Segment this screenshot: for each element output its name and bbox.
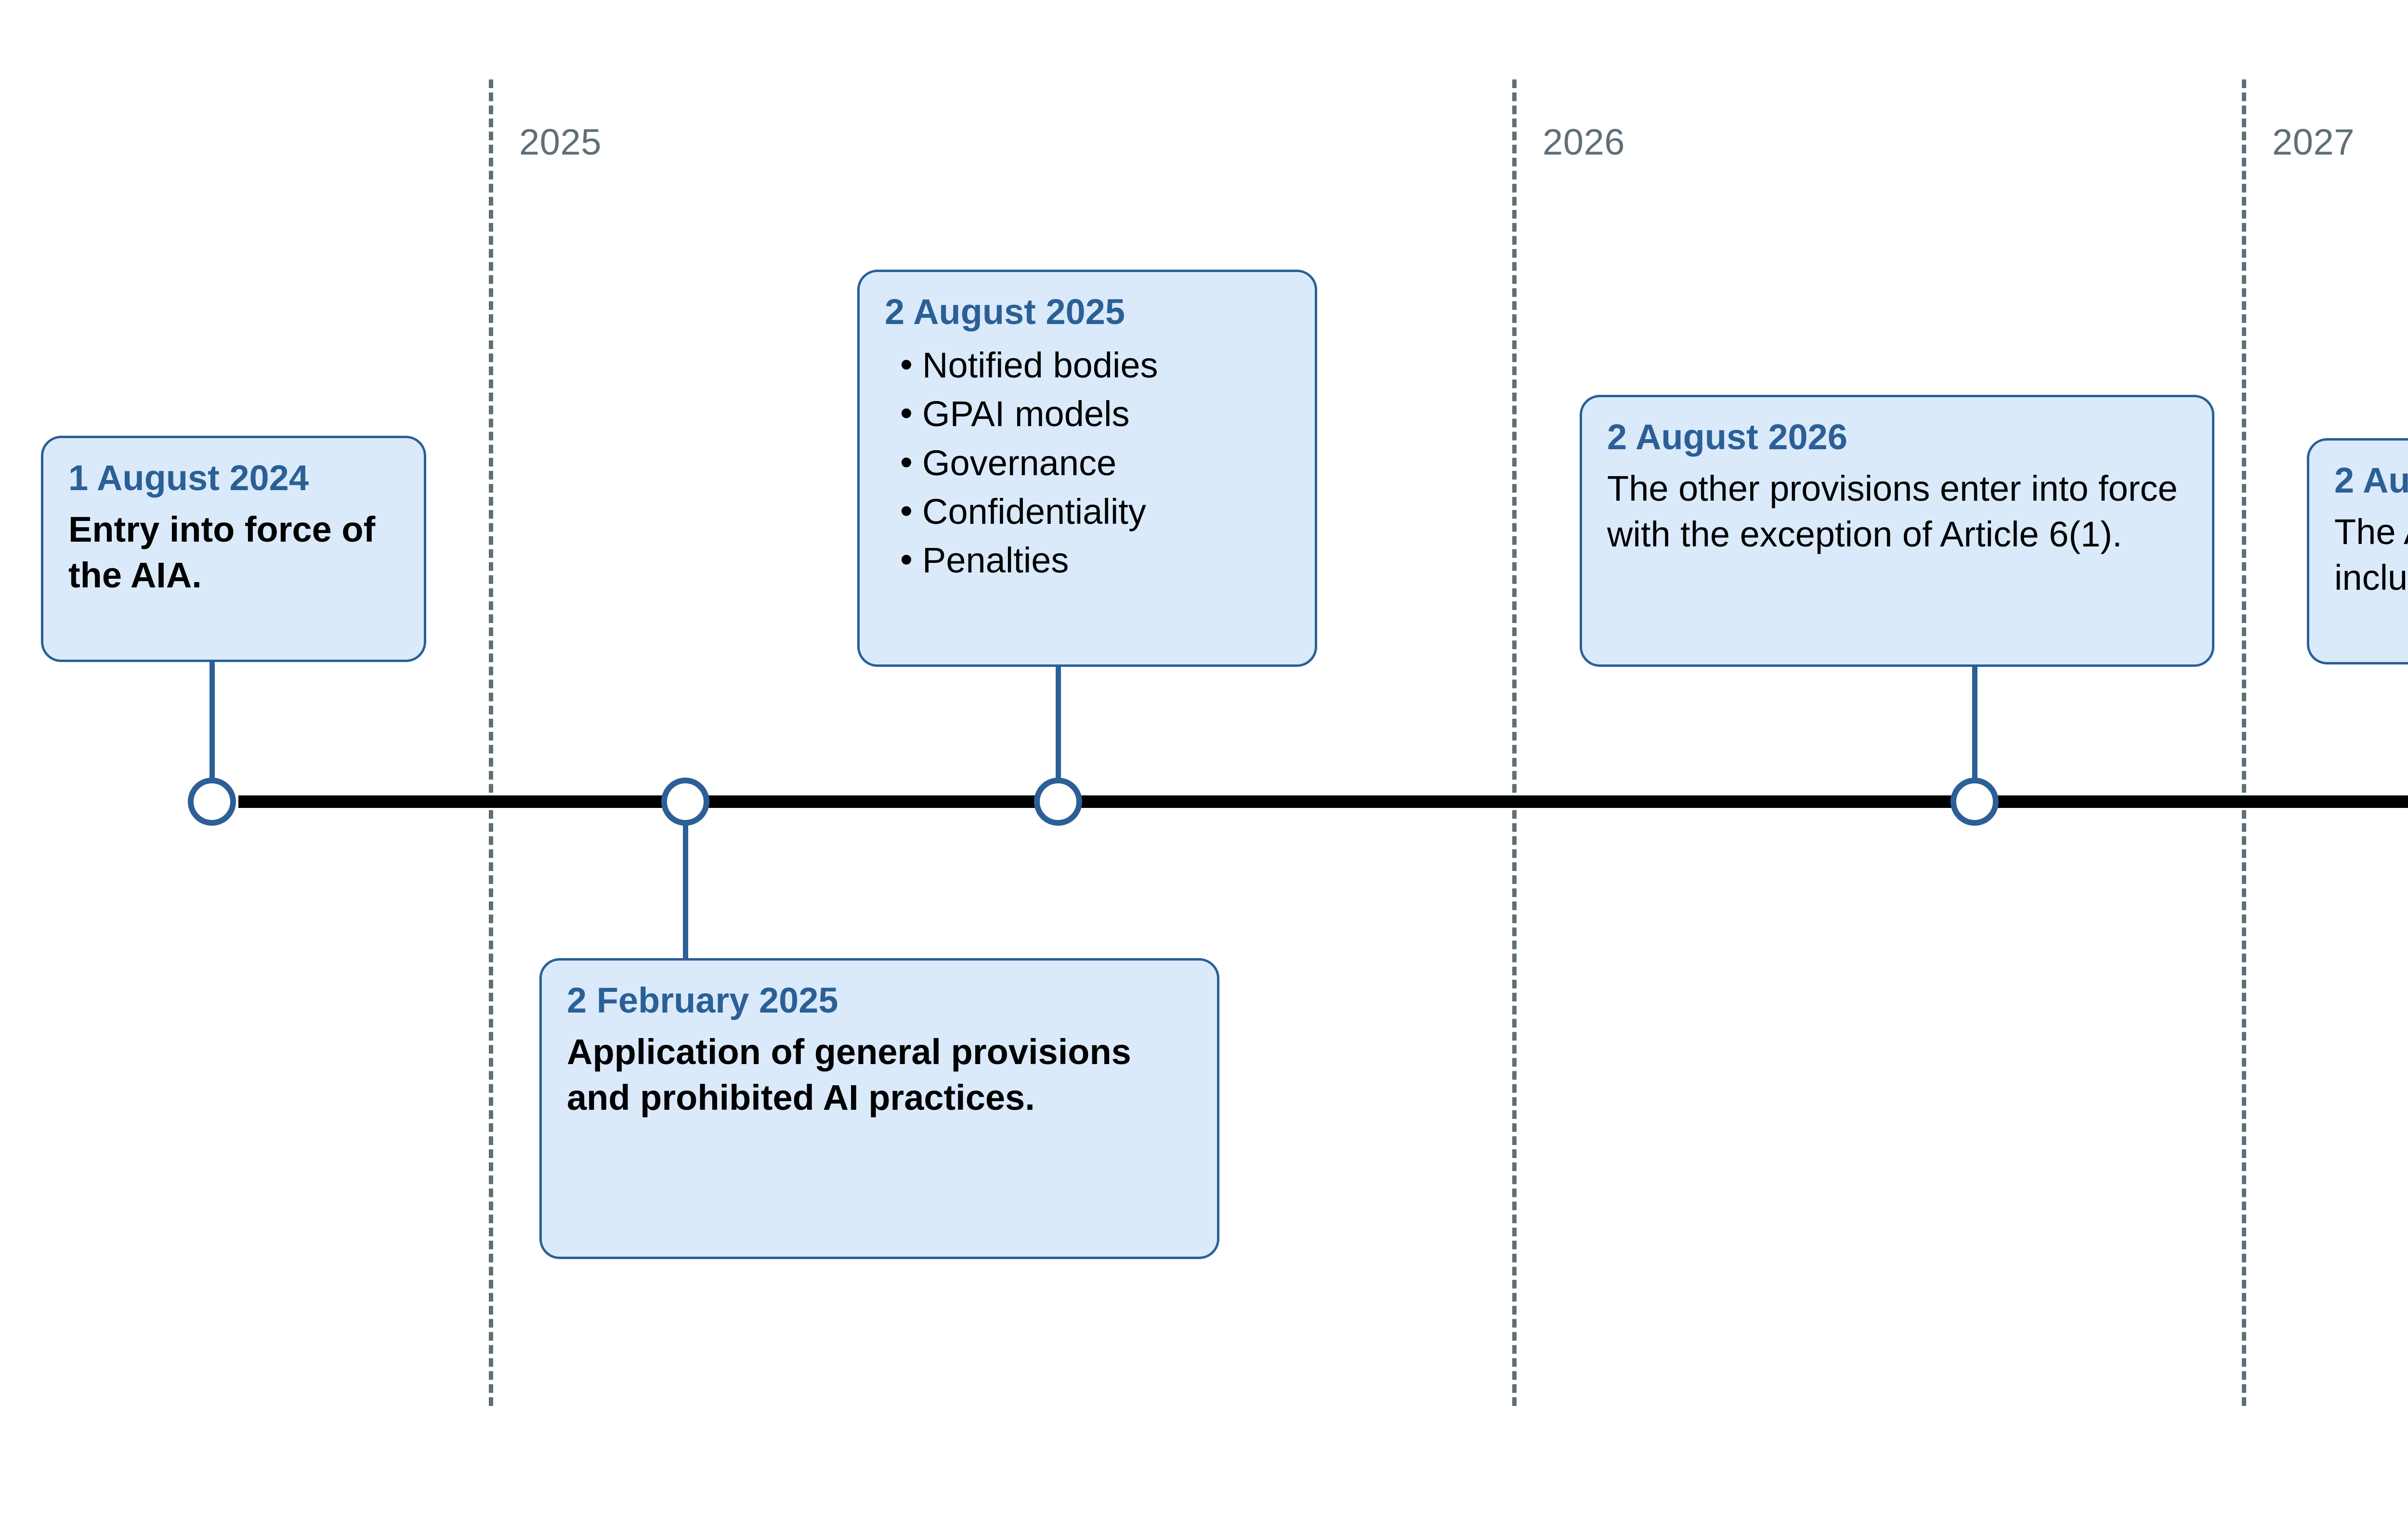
timeline-marker-m3[interactable] (1034, 778, 1082, 826)
list-item: Governance (900, 438, 1290, 487)
year-label-2026: 2026 (1543, 122, 1625, 163)
timeline-axis-line (238, 795, 2408, 808)
milestone-card-m5[interactable]: 2 August 2027 The AIA is applied in full… (2307, 438, 2408, 664)
list-item: Penalties (900, 535, 1290, 585)
milestone-date-m5: 2 August 2027 (2334, 460, 2408, 500)
connector-line-m3 (1056, 667, 1061, 785)
timeline-marker-m4[interactable] (1950, 778, 1999, 826)
list-item: Confidentiality (900, 486, 1290, 536)
milestone-card-m1[interactable]: 1 August 2024 Entry into force of the AI… (41, 436, 426, 662)
milestone-bullet-list-m3: Notified bodies GPAI models Governance C… (885, 340, 1290, 585)
milestone-card-m2[interactable]: 2 February 2025 Application of general p… (539, 958, 1219, 1259)
connector-line-m2 (683, 819, 688, 959)
timeline-marker-m1[interactable] (188, 778, 236, 826)
year-label-2025: 2025 (519, 122, 602, 163)
milestone-body-m1: Entry into force of the AIA. (68, 509, 376, 595)
milestone-card-m4[interactable]: 2 August 2026 The other provisions enter… (1580, 395, 2214, 667)
milestone-date-m4: 2 August 2026 (1607, 417, 1847, 457)
milestone-body-m2: Application of general provisions and pr… (567, 1031, 1131, 1118)
milestone-date-m2: 2 February 2025 (567, 980, 838, 1020)
list-item: Notified bodies (900, 340, 1290, 390)
milestone-body-m4: The other provisions enter into force wi… (1607, 468, 2178, 554)
milestone-body-m5: The AIA is applied in full to all AI sys… (2334, 511, 2408, 598)
year-label-2027: 2027 (2272, 122, 2355, 163)
year-guide-line-2027 (2242, 79, 2246, 1406)
milestone-card-m3[interactable]: 2 August 2025 Notified bodies GPAI model… (857, 270, 1317, 667)
year-guide-line-2025 (489, 79, 493, 1406)
milestone-date-m1: 1 August 2024 (68, 458, 309, 498)
milestone-date-m3: 2 August 2025 (885, 292, 1125, 332)
year-guide-line-2026 (1512, 79, 1517, 1406)
connector-line-m1 (209, 662, 215, 785)
connector-line-m4 (1972, 667, 1977, 785)
list-item: GPAI models (900, 389, 1290, 438)
timeline-marker-m2[interactable] (661, 778, 709, 826)
